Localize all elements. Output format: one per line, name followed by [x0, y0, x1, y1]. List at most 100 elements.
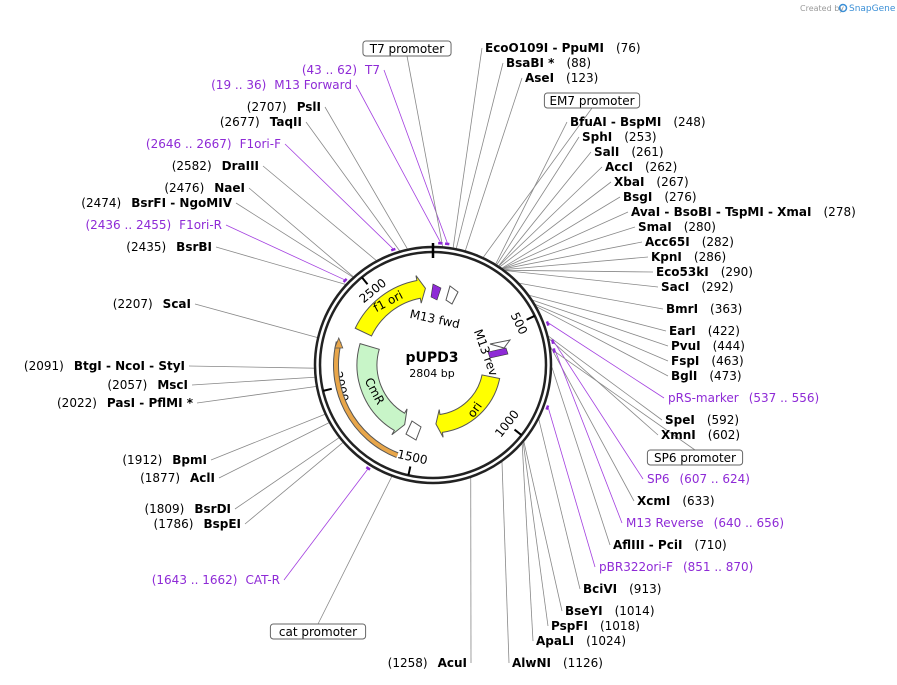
enzyme-label-bsrfi: (2474)BsrFI - NgoMIV [81, 196, 232, 210]
cut-position: (253) [624, 130, 656, 144]
enzyme-label-sphi: SphI(253) [582, 130, 657, 144]
snapgene-brand: Created by SnapGene [800, 3, 896, 14]
enzyme-label-bsrdi: (1809)BsrDI [144, 502, 231, 516]
primer-marks [342, 241, 556, 471]
primer-range: (2436 .. 2455) [85, 218, 171, 232]
leader-line [504, 269, 654, 273]
promoter-box [646, 449, 744, 466]
enzyme-name: AseI [525, 71, 554, 85]
enzyme-name: BfuAI [570, 115, 607, 129]
m13-fwd-label: M13 fwd [408, 307, 461, 331]
enzyme-name: BsrBI [176, 240, 212, 254]
cut-position: (290) [721, 265, 753, 279]
cmr-arrow [356, 343, 408, 436]
enzyme-name: PciI [658, 538, 683, 552]
leader-line [262, 165, 377, 261]
enzyme-name: PspFI [551, 619, 588, 633]
leader-line [501, 196, 621, 269]
cut-position: (473) [709, 369, 741, 383]
enzyme-label-xmni: XmnI(602) [661, 428, 740, 442]
promoter-name: EM7 promoter [549, 94, 634, 108]
enzyme-name: BtgI [74, 359, 102, 373]
leader-line [483, 107, 593, 258]
enzyme-label-xbai: XbaI(267) [614, 175, 689, 189]
cut-position: (278) [824, 205, 856, 219]
enzyme-label-bmri: BmrI(363) [666, 302, 742, 316]
cut-position: (123) [566, 71, 598, 85]
cut-position: (1258) [388, 656, 428, 670]
leader-line [536, 306, 669, 377]
leader-line [498, 151, 592, 267]
cut-position: (2022) [57, 396, 97, 410]
leader-line [452, 47, 483, 248]
enzyme-name: PasI [107, 396, 135, 410]
enzyme-name: EarI [669, 324, 696, 338]
cut-position: (276) [664, 190, 696, 204]
leader-line [215, 246, 346, 285]
leader-line [529, 294, 667, 332]
cut-position: (602) [708, 428, 740, 442]
primer-mark [342, 277, 348, 283]
enzyme-name: XcmI [637, 494, 670, 508]
enzyme-label-psli: (2707)PslI [247, 100, 321, 114]
enzyme-name: PvuI [671, 339, 701, 353]
enzyme-label-xcmi: XcmI(633) [637, 494, 715, 508]
primer-name: F1ori-R [179, 218, 222, 232]
enzyme-name: Acc65I [645, 235, 690, 249]
leader-line [548, 335, 663, 421]
primer-name: F1ori-F [240, 137, 281, 151]
enzyme-name: AflIII [613, 538, 645, 552]
leader-line [501, 461, 510, 664]
enzyme-name: BglI [671, 369, 697, 383]
leader-line [188, 365, 315, 369]
leader-line [234, 437, 340, 510]
cut-position: (262) [645, 160, 677, 174]
promoter-box [543, 92, 641, 109]
leader-line [519, 282, 664, 310]
primer-mark [390, 247, 396, 252]
leader-line [406, 55, 443, 247]
enzyme-name: PpuMI [562, 41, 604, 55]
enzyme-name: StyI [158, 359, 185, 373]
enzyme-name: - [764, 205, 777, 219]
promoter-box [362, 40, 452, 57]
enzyme-name: BmrI [666, 302, 698, 316]
primer-name: pBR322ori-F [599, 560, 673, 574]
leader-line [383, 69, 448, 243]
enzyme-name: ScaI [163, 297, 191, 311]
cut-position: (2207) [113, 297, 153, 311]
promoter-name: cat promoter [279, 625, 357, 639]
f1-ori-arrow [354, 275, 426, 337]
primer-mark [551, 339, 555, 345]
primer-mark [552, 348, 556, 353]
primer-range: (607 .. 624) [680, 472, 750, 486]
enzyme-label-bgli: BglI (473) [671, 369, 742, 383]
cut-position: (1809) [144, 502, 184, 516]
leader-line [523, 441, 563, 612]
leader-line [248, 187, 354, 278]
primer-label-pbr322orif: pBR322ori-F(851 .. 870) [599, 560, 753, 574]
enzyme-name: BciVI [583, 582, 617, 596]
leader-line [191, 376, 315, 386]
primer-label-sp6: SP6(607 .. 624) [647, 472, 750, 486]
enzyme-name: - [135, 396, 148, 410]
enzyme-label-acui: (1258)AcuI [388, 656, 467, 670]
enzyme-label-fspi: FspI(463) [671, 354, 744, 368]
enzyme-name: BpmI [172, 453, 207, 467]
enzyme-name: XmaI [777, 205, 811, 219]
enzyme-name: EcoO109I [485, 41, 548, 55]
enzyme-name: XbaI [614, 175, 644, 189]
enzyme-label-bsabi: BsaBI *(88) [506, 56, 591, 70]
leader-line [535, 304, 669, 362]
cut-position: (282) [702, 235, 734, 249]
tick-mark [526, 314, 536, 321]
leader-line [244, 442, 344, 525]
enzyme-labels: EcoO109I - PpuMI(76)BsaBI *(88)AseI(123)… [24, 41, 856, 670]
leader-line [548, 322, 665, 399]
cut-position: (2057) [107, 378, 147, 392]
leader-line [532, 299, 669, 347]
promoter-label-em7promoter: EM7 promoter [543, 92, 641, 109]
cut-position: (592) [707, 413, 739, 427]
enzyme-name: - [548, 41, 561, 55]
enzyme-name: TspMI [725, 205, 764, 219]
